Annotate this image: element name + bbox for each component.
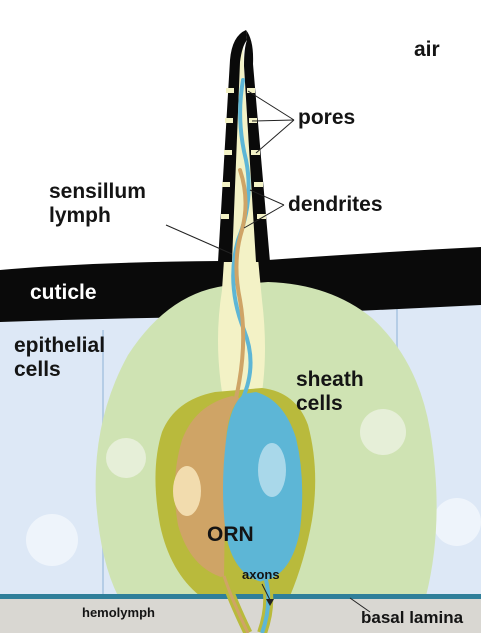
dendrites-label: dendrites [288,193,383,217]
pore [222,182,230,187]
orn-blue-nucleus [258,443,286,497]
epithelial-nucleus [433,498,481,546]
orn-tan-nucleus [173,466,201,516]
hemolymph-label: hemolymph [82,606,155,621]
pore [226,88,234,93]
sheath-nucleus [106,438,146,478]
epithelial-cells-label: epithelial cells [14,334,105,382]
basal-lamina-label: basal lamina [361,608,463,628]
sensillum-label-line2: lymph [49,204,146,228]
sheath-label-line1: sheath [296,368,364,392]
basal-lamina [0,594,481,599]
air-label: air [414,38,440,62]
epithelial-label-line2: cells [14,358,105,382]
pore [254,182,263,187]
epithelial-label-line1: epithelial [14,334,105,358]
sensillum-lymph-label: sensillum lymph [49,180,146,228]
pore [221,214,229,219]
epithelial-nucleus [26,514,78,566]
sheath-nucleus [360,409,406,455]
sheath-cells-label: sheath cells [296,368,364,416]
pore [225,118,233,123]
pore [247,88,255,93]
axons-label: axons [242,568,280,583]
cuticle-label: cuticle [30,281,97,305]
orn-label: ORN [207,523,254,547]
pores-label: pores [298,106,355,130]
pore [224,150,232,155]
sheath-label-line2: cells [296,392,364,416]
sensillum-label-line1: sensillum [49,180,146,204]
